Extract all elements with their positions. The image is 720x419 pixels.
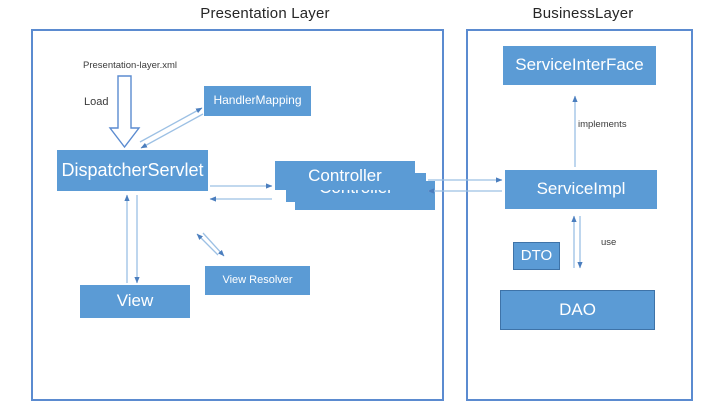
node-service-interface[interactable]: ServiceInterFace xyxy=(503,46,656,85)
business-layer-title: BusinessLayer xyxy=(532,5,634,22)
label-load: Load xyxy=(84,96,109,108)
node-handler-mapping[interactable]: HandlerMapping xyxy=(204,86,311,116)
node-view-resolver[interactable]: View Resolver xyxy=(205,266,310,295)
presentation-layer-panel xyxy=(31,29,444,401)
label-implements: implements xyxy=(578,119,627,130)
node-controller-1[interactable]: Controller xyxy=(275,161,415,190)
presentation-layer-title: Presentation Layer xyxy=(200,5,330,22)
node-dispatcher-servlet[interactable]: DispatcherServlet xyxy=(57,150,208,191)
node-dto[interactable]: DTO xyxy=(513,242,560,270)
node-service-impl[interactable]: ServiceImpl xyxy=(505,170,657,209)
label-use: use xyxy=(601,237,617,248)
label-presentation-layer-xml: Presentation-layer.xml xyxy=(83,60,177,71)
node-view[interactable]: View xyxy=(80,285,190,318)
node-dao[interactable]: DAO xyxy=(500,290,655,330)
business-layer-panel xyxy=(466,29,693,401)
